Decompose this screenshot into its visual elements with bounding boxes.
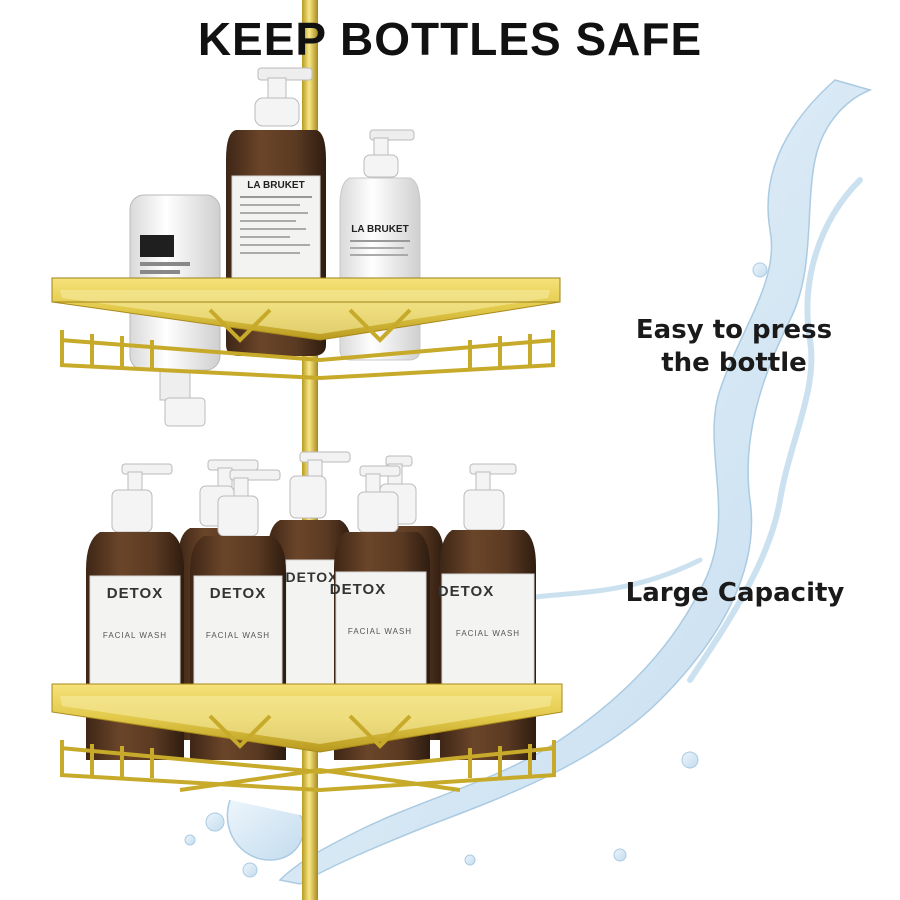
- callout-easy-press-line2: the bottle: [661, 347, 807, 378]
- detox-sublabel: FACIAL WASH: [103, 631, 167, 640]
- detox-sublabel: FACIAL WASH: [206, 631, 270, 640]
- water-splash-icon: [184, 79, 873, 885]
- callout-easy-press-line1: Easy to press: [635, 315, 833, 345]
- bottle-label-large: LA BRUKET: [247, 180, 304, 191]
- bottom-shelf: [51, 683, 563, 793]
- callout-large-capacity: Large Capacity: [625, 578, 845, 608]
- detox-label: DETOX: [286, 569, 339, 585]
- detox-label: DETOX: [210, 585, 266, 602]
- callout-easy-press: Easy to press the bottle: [622, 314, 846, 379]
- detox-label: DETOX: [330, 581, 386, 598]
- bottle-label-small: LA BRUKET: [351, 224, 408, 235]
- headline: KEEP BOTTLES SAFE: [197, 13, 703, 65]
- detox-sublabel: FACIAL WASH: [456, 629, 520, 638]
- detox-sublabel: FACIAL WASH: [348, 627, 412, 636]
- detox-bottle-back-2: DETOX: [268, 451, 352, 735]
- detox-label: DETOX: [438, 583, 494, 600]
- top-shelf: [51, 277, 561, 381]
- detox-label: DETOX: [107, 585, 163, 602]
